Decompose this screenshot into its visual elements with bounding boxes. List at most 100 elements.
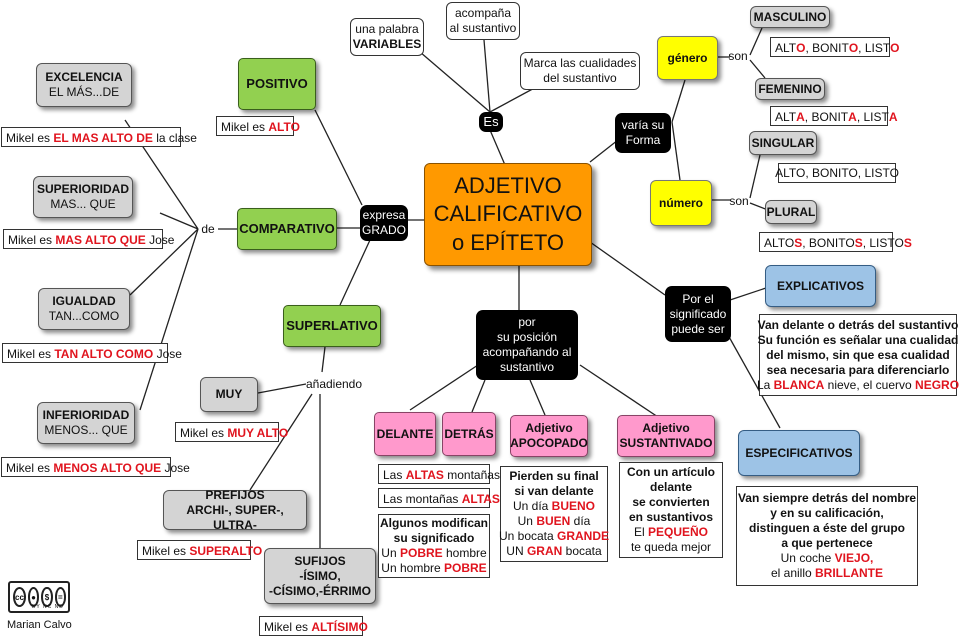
detras-example: Las montañas ALTAS <box>378 488 500 508</box>
positivo-ex-b: ALTO <box>268 120 300 134</box>
apocopado-ex-line-6: UN GRAN bocata <box>506 544 601 559</box>
sustantivado-ex-line-2: delante <box>649 480 692 494</box>
license-nd: ND <box>54 604 64 610</box>
apocopado-l3a: Un día <box>512 499 552 513</box>
apocopado-l6b: GRAN <box>526 544 563 558</box>
detras-label: DETRÁS <box>444 426 494 441</box>
plur-ex-part-1: ALTO <box>764 236 795 250</box>
explicativos-ex-line-3: del mismo, sin que esa cualidad <box>766 347 950 362</box>
superioridad-line-2: MAS... QUE <box>50 197 116 211</box>
expresa-grado-connector: expresa GRADO <box>360 205 408 241</box>
plural-example: ALTOS, BONITOS, LISTOS <box>759 232 912 252</box>
marca-node: Marca las cualidades del sustantivo <box>520 52 640 90</box>
superioridad-ex-b: MAS ALTO QUE <box>55 233 146 247</box>
masc-ex-suffix-3: O <box>890 41 900 55</box>
expresa-line-1: expresa <box>362 208 406 222</box>
central-line-2: CALIFICATIVO <box>433 201 583 227</box>
inferioridad-ex-b: MENOS ALTO QUE <box>53 461 162 475</box>
posicion-line-3: acompañando al <box>482 345 572 359</box>
marca-line-2: del sustantivo <box>543 71 617 85</box>
modifican-l3a: Un <box>381 546 400 560</box>
positivo-ex-a: Mikel es <box>221 120 269 134</box>
femenino-label: FEMENINO <box>758 81 822 96</box>
posicion-line-2: su posición <box>496 330 558 344</box>
sustantivado-ex-line-5: El PEQUEÑO <box>634 525 708 540</box>
plur-ex-suffix-1: S <box>794 236 803 250</box>
genero-son-text: son <box>728 48 748 63</box>
explicativos-l5a: La <box>756 377 774 392</box>
apocopado-l4b: BUEN <box>536 514 571 528</box>
masc-ex-part-3: , LIST <box>858 41 891 55</box>
numero-node: número <box>650 180 712 226</box>
superioridad-example: Mikel es MAS ALTO QUE Jose <box>3 229 174 249</box>
plur-ex-suffix-3: S <box>903 236 912 250</box>
especificativos-ex-line-4: a que pertenece <box>781 536 873 550</box>
sustantivado-ex-line-1: Con un artículo <box>627 465 715 479</box>
especificativos-label: ESPECIFICATIVOS <box>745 445 853 460</box>
apocopado-l3b: BUENO <box>551 499 596 513</box>
acompana-node: acompaña al sustantivo <box>446 2 520 40</box>
modifican-line-3: Un POBRE hombre <box>381 546 486 561</box>
detras-ex-a: Las montañas <box>383 492 462 506</box>
fem-ex-suffix-1: A <box>796 110 805 124</box>
expresa-line-2: GRADO <box>361 223 406 237</box>
excelencia-line-2: EL MÁS...DE <box>48 85 120 99</box>
superioridad-ex-c: Jose <box>145 233 175 247</box>
apocopado-ex-line-1: Pierden su final <box>509 469 599 483</box>
igualdad-example: Mikel es TAN ALTO COMO Jose <box>2 343 182 363</box>
plur-ex-suffix-2: S <box>854 236 863 250</box>
explicativos-label: EXPLICATIVOS <box>776 278 865 293</box>
excelencia-line-1: EXCELENCIA <box>45 70 123 84</box>
apocopado-ex-line-2: si van delante <box>514 484 594 498</box>
cc-license-badge: cc ● $ = BY NC ND <box>8 581 70 613</box>
masculino-label: MASCULINO <box>753 9 827 24</box>
prefijos-line-1: PREFIJOS <box>205 487 265 502</box>
positivo-label: POSITIVO <box>246 75 308 91</box>
variables-line-2: VARIABLES <box>352 37 422 51</box>
muy-label: MUY <box>215 387 243 401</box>
nd-icon: = <box>54 587 66 607</box>
fem-ex-part-1: ALT <box>775 110 797 124</box>
sufijos-line-3: -CÍSIMO,-ÉRRIMO <box>269 583 371 598</box>
superioridad-ex-a: Mikel es <box>8 233 56 247</box>
especificativos-ex-line-1: Van siempre detrás del nombre <box>737 491 917 505</box>
femenino-example: ALTA, BONITA, LISTA <box>770 106 898 126</box>
plur-ex-part-2: , BONITO <box>802 236 855 250</box>
detras-ex-b: ALTAS <box>461 492 500 506</box>
especificativos-example: Van siempre detrás del nombre y en su ca… <box>736 486 918 586</box>
excelencia-ex-b: EL MAS ALTO DE <box>53 131 153 145</box>
positivo-node: POSITIVO <box>238 58 316 110</box>
significado-connector: Por el significado puede ser <box>665 286 731 342</box>
prefijos-line-2: ARCHI-, SUPER-, ULTRA- <box>186 502 284 532</box>
modifican-example: Algunos modifican su significado Un POBR… <box>378 514 490 578</box>
explicativos-ex-line-1: Van delante o detrás del sustantivo <box>757 317 959 332</box>
sufijos-ex-a: Mikel es <box>264 620 312 634</box>
positivo-example: Mikel es ALTO <box>216 116 300 136</box>
posicion-line-4: sustantivo <box>499 360 555 374</box>
fem-ex-suffix-3: A <box>888 110 898 124</box>
explicativos-ex-line-4: sea necesaria para diferenciarlo <box>766 362 950 377</box>
acompana-line-2: al sustantivo <box>449 21 517 35</box>
singular-label: SINGULAR <box>751 135 815 150</box>
especificativos-ex-line-6: el anillo BRILLANTE <box>771 566 883 581</box>
muy-node: MUY <box>200 377 258 412</box>
sustantivado-line-1: Adjetivo <box>642 421 690 435</box>
apocopado-ex-line-4: Un BUEN día <box>518 514 591 529</box>
delante-ex-b: ALTAS <box>405 468 444 482</box>
fem-ex-part-3: , LIST <box>856 110 889 124</box>
genero-son-label: son <box>726 48 750 64</box>
sufijos-example: Mikel es ALTÍSIMO <box>259 616 368 636</box>
modifican-l3c: hombre <box>442 546 487 560</box>
explicativos-l5b: BLANCA <box>773 377 825 392</box>
apocopado-node: Adjetivo APOCOPADO <box>510 415 588 457</box>
cc-icon: cc <box>13 587 26 607</box>
plur-ex-part-3: , LISTO <box>862 236 904 250</box>
numero-son-text: son <box>729 193 749 208</box>
prefijos-example: Mikel es SUPERALTO <box>137 540 262 560</box>
numero-label: número <box>658 195 703 210</box>
sufijos-line-1: SUFIJOS <box>294 553 346 568</box>
inferioridad-line-1: INFERIORIDAD <box>42 408 130 422</box>
especificativos-l6b: BRILLANTE <box>815 566 884 580</box>
modifican-line-1: Algunos modifican <box>380 516 488 530</box>
delante-ex-a: Las <box>383 468 406 482</box>
